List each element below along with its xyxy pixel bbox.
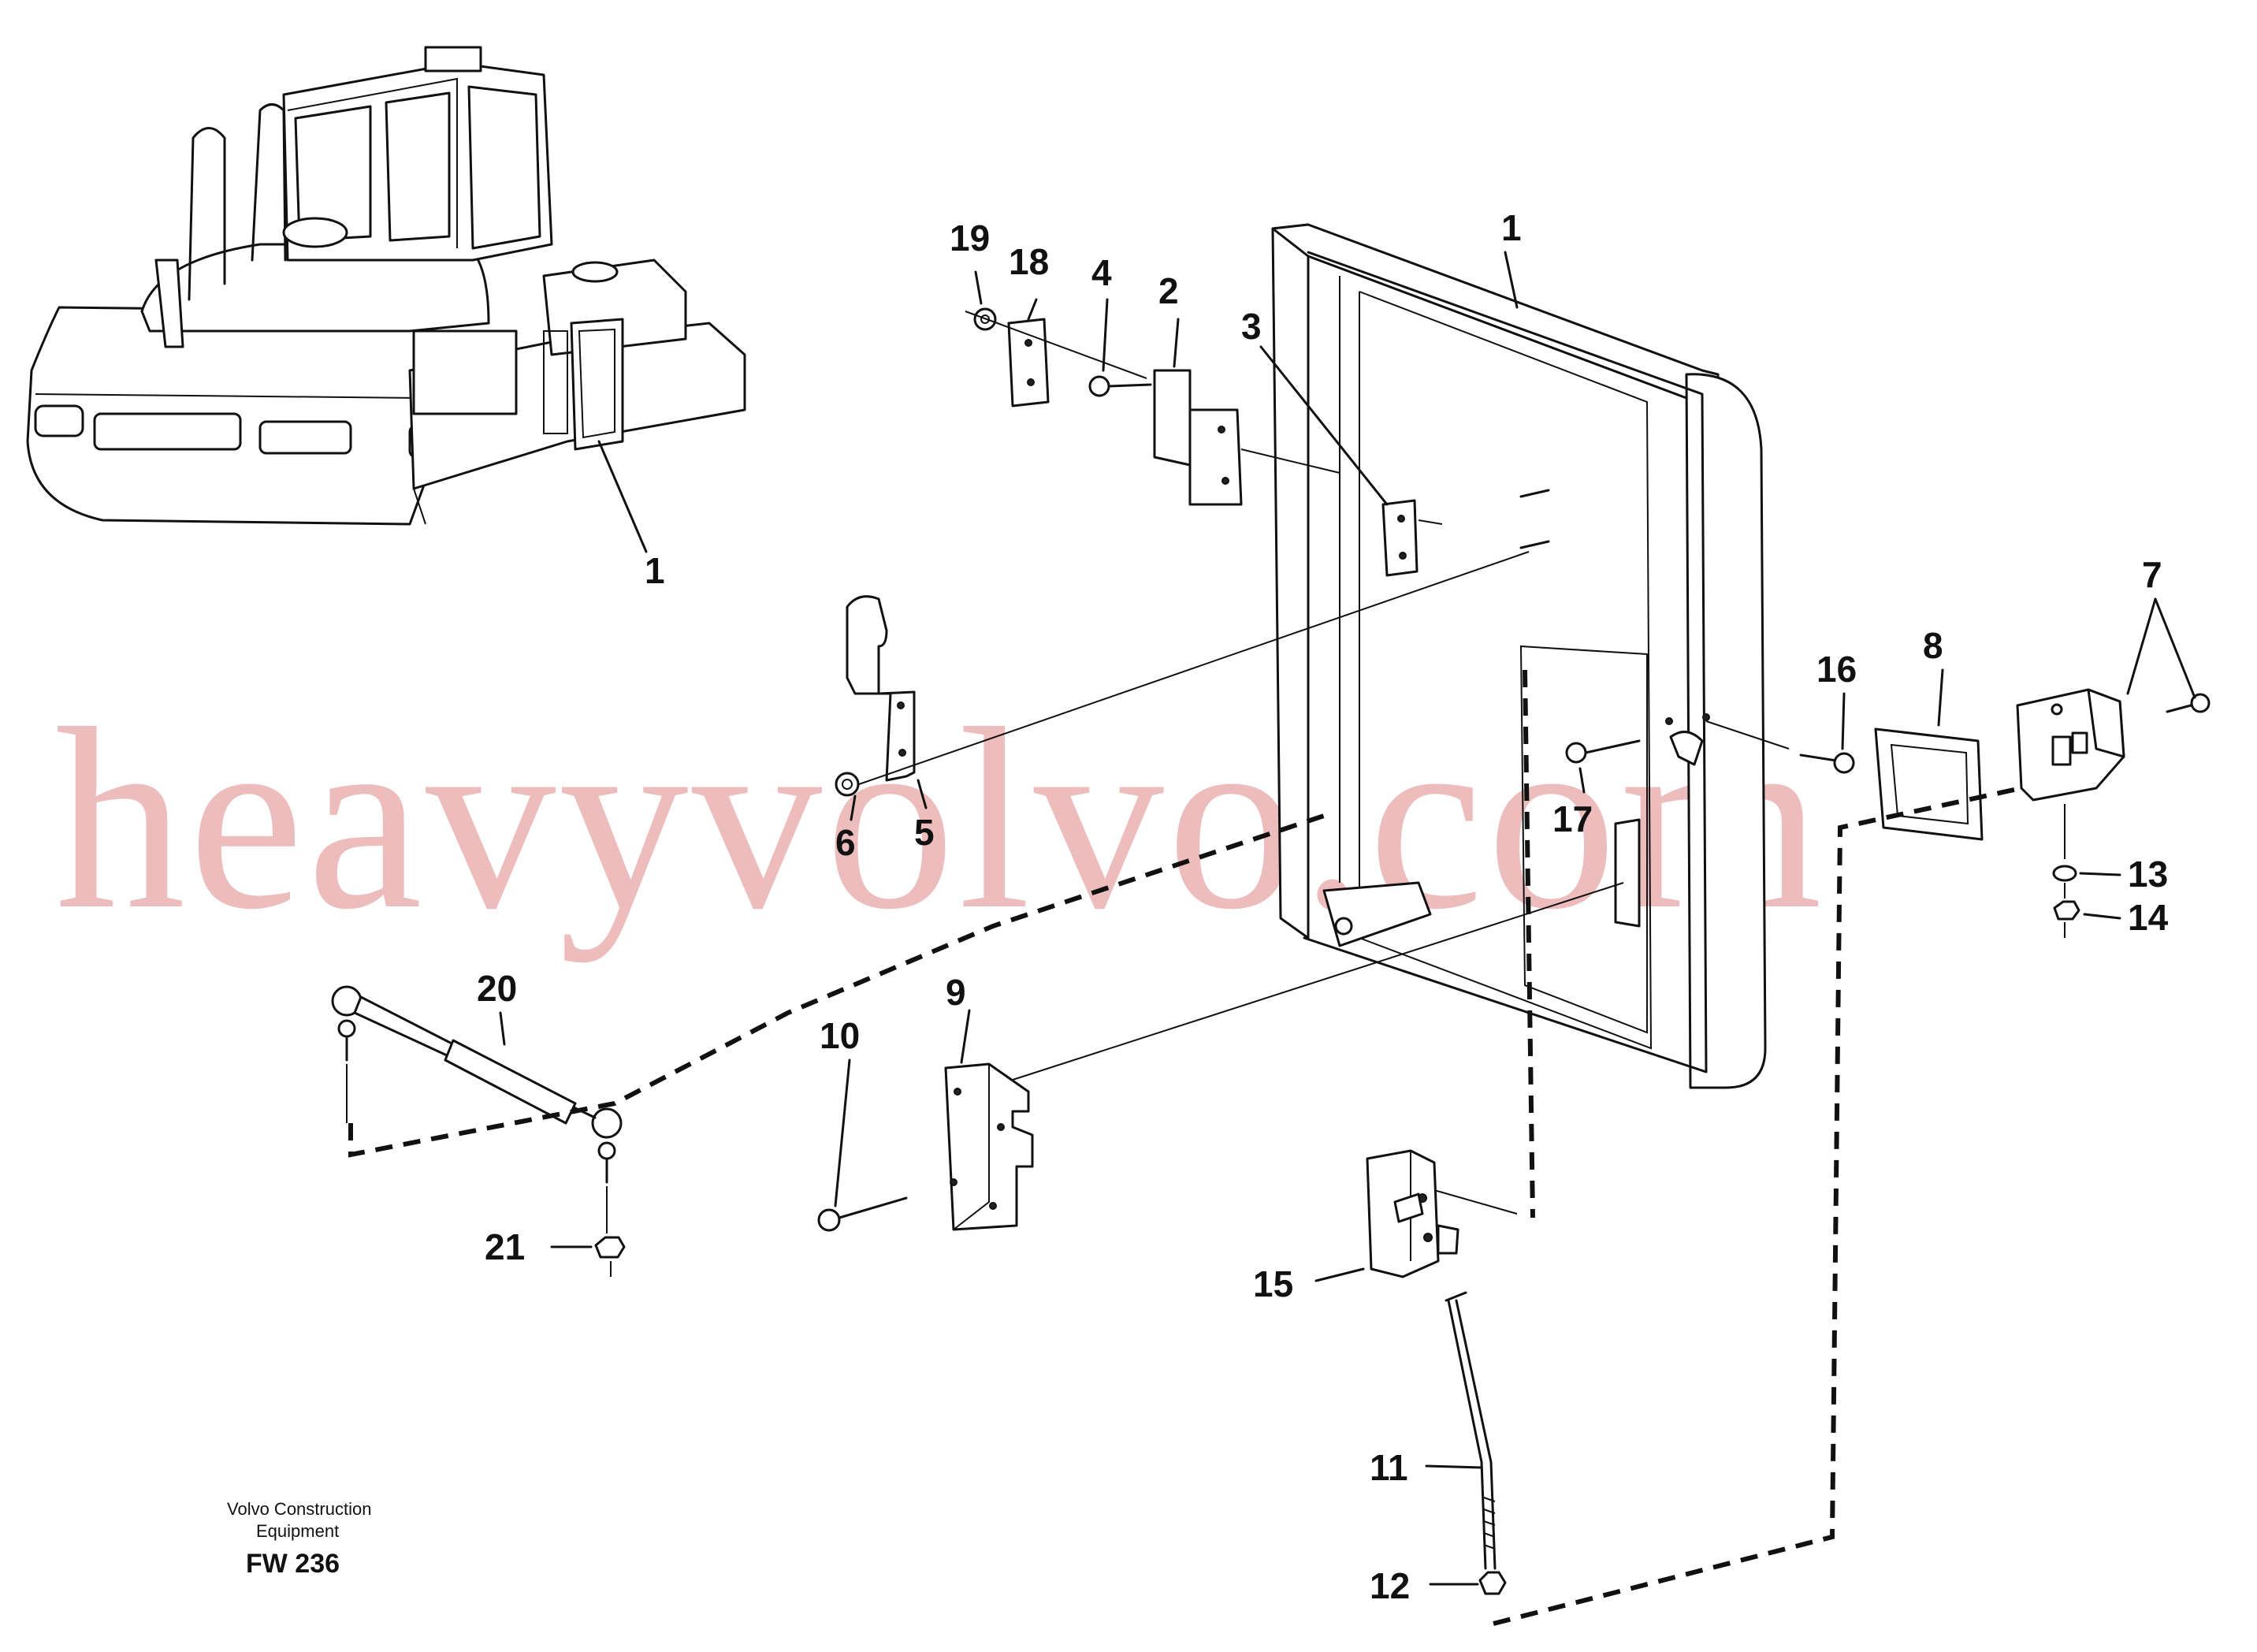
part-label-11: 11 [1370, 1447, 1408, 1488]
part-label-6: 6 [835, 822, 856, 863]
screws-pair [1519, 489, 1550, 549]
leader-line-14 [2083, 913, 2121, 920]
bracket-axis-line [858, 551, 1530, 785]
part-label-17: 17 [1552, 798, 1593, 839]
part-label-18: 18 [1009, 241, 1049, 282]
screw-20-bottom [597, 1141, 616, 1184]
bolt-17 [1565, 739, 1641, 764]
leader-line-8 [1937, 668, 1944, 727]
part-label-1: 1 [1501, 207, 1522, 248]
leader-line-19 [974, 270, 983, 305]
rod-lock-dashed-line [1493, 786, 2022, 1626]
excavator-overview-illustration [26, 46, 746, 526]
leader-line-16 [1841, 692, 1846, 750]
leader-line-18 [1027, 298, 1038, 321]
credit-line-2: Equipment [256, 1521, 339, 1541]
part-label-19: 19 [950, 218, 990, 259]
nut-6 [835, 772, 860, 797]
part-label-3: 3 [1241, 306, 1262, 347]
part-label-15: 15 [1253, 1263, 1293, 1304]
leader-line-5 [917, 779, 928, 809]
part-label-8: 8 [1923, 625, 1943, 666]
latch-dashed-line-vertical [1523, 669, 1535, 1219]
latch-bracket-9 [944, 1062, 1034, 1231]
key-7 [2166, 693, 2211, 713]
hinge-axis-line-2 [1240, 448, 1340, 474]
hinge-plate-18 [1007, 318, 1050, 407]
hinge-axis-line [965, 311, 1147, 379]
hinge-plate-3 [1381, 499, 1419, 577]
door-latch-15 [1366, 1149, 1459, 1278]
part-label-20: 20 [477, 968, 517, 1009]
strut-dashed-line [348, 813, 1325, 1158]
part-label-1-machine: 1 [645, 550, 665, 591]
leader-line-20 [499, 1011, 506, 1046]
credit-line-1: Volvo Construction [227, 1499, 371, 1519]
leader-line-7a [2126, 597, 2157, 695]
nut-12 [1478, 1571, 1507, 1595]
leader-line-17 [1578, 767, 1586, 794]
lock-assembly-7 [2016, 688, 2125, 802]
latch-axis-line [1433, 1189, 1518, 1215]
part-label-2: 2 [1158, 270, 1179, 311]
part-label-14: 14 [2128, 897, 2169, 938]
gas-strut-20 [331, 985, 623, 1139]
bolt-4 [1088, 375, 1152, 397]
hinge-bracket-2 [1153, 369, 1243, 506]
part-label-9: 9 [946, 972, 966, 1013]
screw-20-top [337, 1019, 356, 1062]
leader-line-10 [834, 1059, 851, 1207]
leader-line-6 [850, 794, 857, 821]
leader-line-1-machine [597, 440, 648, 553]
leader-line-11 [1425, 1464, 1483, 1469]
leader-line-3 [1259, 345, 1389, 506]
latch-axis-line [1012, 882, 1624, 1081]
part-label-21: 21 [485, 1226, 525, 1267]
stop-bracket-5 [846, 595, 916, 782]
hinge-axis-line-3 [1418, 519, 1443, 525]
release-rod-11 [1445, 1291, 1497, 1570]
leader-line-2 [1173, 318, 1180, 368]
nut-14 [2053, 900, 2080, 921]
leader-line-1 [1504, 251, 1519, 309]
part-label-12: 12 [1370, 1565, 1410, 1606]
lock-bolt-axis [1705, 720, 1790, 750]
part-label-4: 4 [1091, 252, 1112, 293]
leader-line-4 [1102, 298, 1109, 372]
part-label-13: 13 [2128, 854, 2168, 895]
door-frame-assembly [1271, 223, 1767, 1089]
leader-line-15 [1314, 1267, 1365, 1282]
part-label-5: 5 [914, 812, 935, 853]
figure-reference: FW 236 [246, 1549, 340, 1579]
bolt-10 [817, 1196, 908, 1232]
leader-line-9 [960, 1009, 971, 1064]
part-label-10: 10 [820, 1015, 860, 1056]
seal-gasket-8 [1874, 727, 1984, 841]
part-label-7: 7 [2142, 554, 2162, 595]
part-label-16: 16 [1816, 649, 1857, 690]
leader-line-13 [2079, 872, 2121, 876]
leader-line-7b [2154, 597, 2196, 699]
nut-21 [594, 1236, 626, 1259]
washer-13 [2052, 865, 2077, 882]
bolt-16 [1799, 752, 1855, 774]
